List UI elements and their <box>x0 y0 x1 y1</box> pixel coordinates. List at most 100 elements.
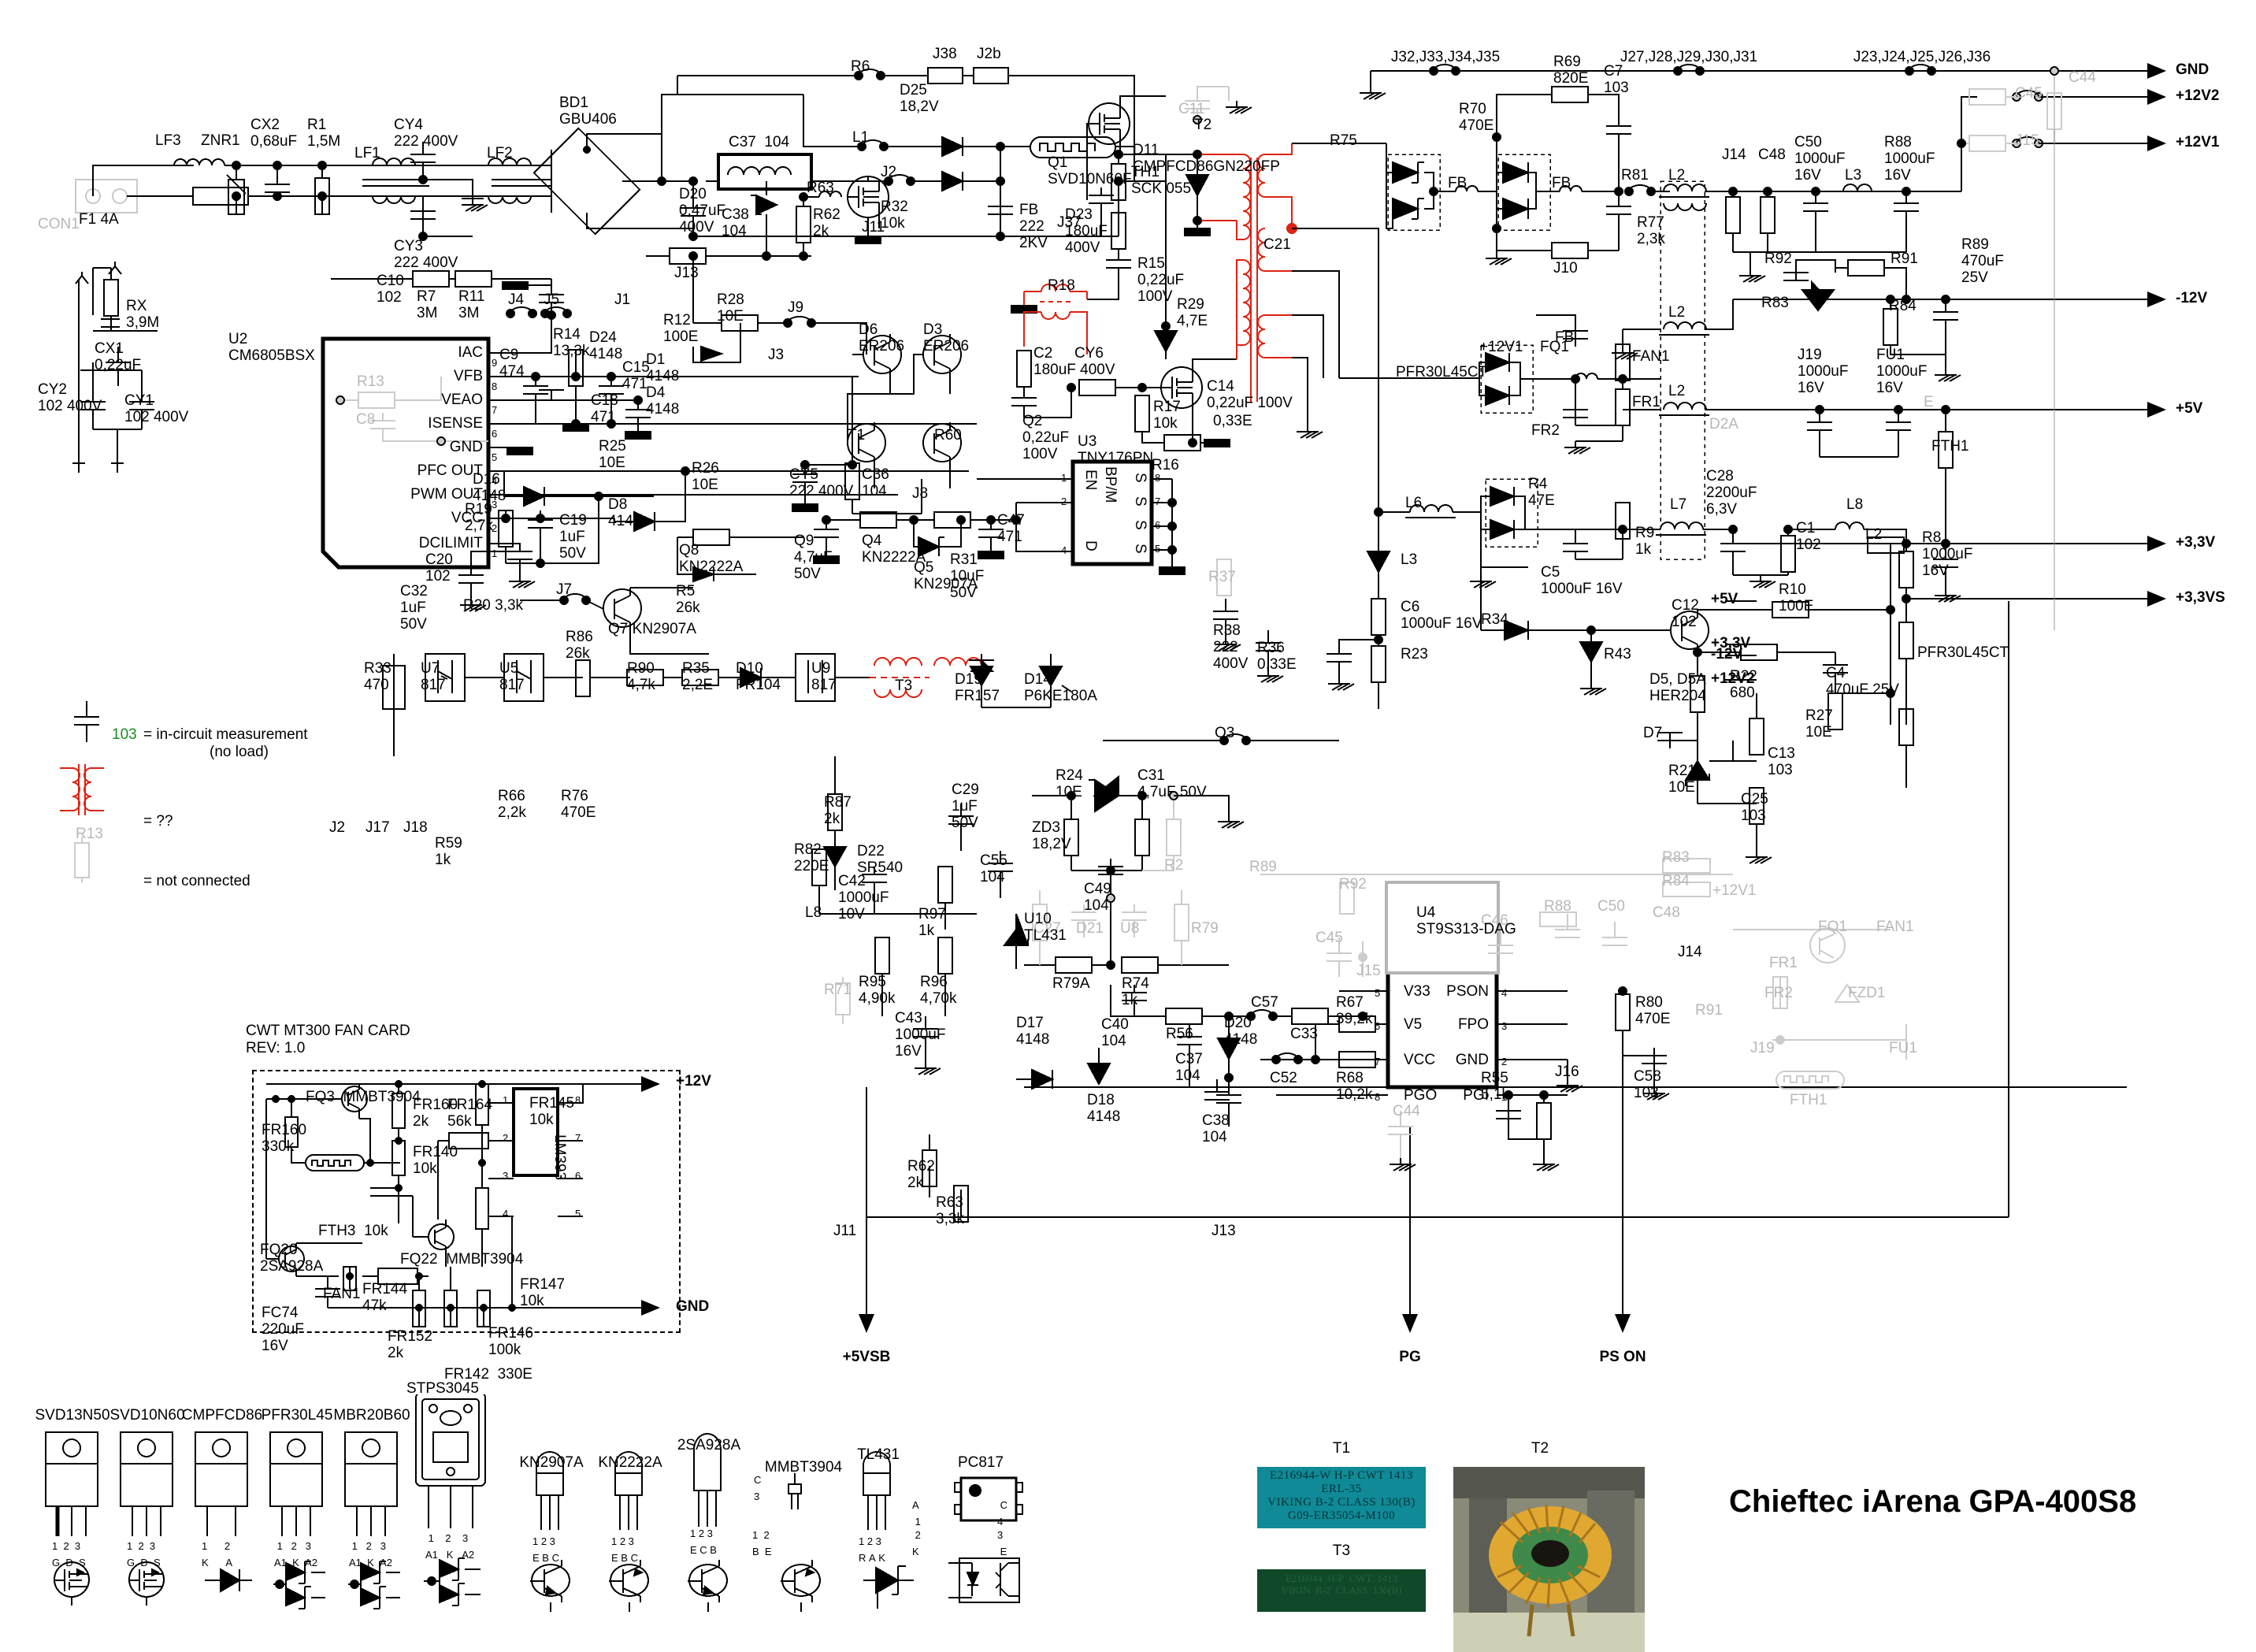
rail-12v2: +12V2 <box>2176 87 2220 104</box>
ref-t3: T3 <box>895 678 913 694</box>
ref-c13: FQ1 <box>1540 339 1569 355</box>
ref-r9: C48 <box>1758 147 1786 163</box>
ref-r20: R20 3,3k <box>463 597 524 614</box>
photo-label-t3: T3 <box>1332 1542 1351 1559</box>
ref-fth1-ghost: FTH1 <box>1790 1092 1827 1108</box>
brail-m12v: -12V <box>1711 646 1743 663</box>
ref-r18: J2b <box>977 46 1001 62</box>
u3-pinnum-6: 6 <box>1155 519 1161 531</box>
u3-pinnum-5: 5 <box>1155 543 1161 555</box>
u2-pinnum-7: 7 <box>492 404 498 416</box>
pkg-label-stps3045: STPS3045 <box>406 1380 479 1397</box>
u2-pinnum-2: 2 <box>492 522 498 534</box>
rail-33vs: +3,3VS <box>2176 589 2225 606</box>
ref-j7: J7 <box>556 581 573 598</box>
ref-l2c: L2 <box>1668 383 1686 399</box>
ref-j22: R81 <box>1621 167 1649 184</box>
ref-fan1-ghost: FAN1 <box>1876 919 1914 935</box>
u2-pinnum-3: 3 <box>492 499 498 510</box>
pkg-label-pfr30l45: PFR30L45 <box>261 1407 333 1424</box>
photo-t2 <box>1453 1467 1645 1652</box>
fancard-pin1: 1 <box>503 1094 509 1106</box>
u4-pin-gnd: GND <box>1455 1052 1489 1068</box>
ref-fb4: FB <box>1555 329 1575 346</box>
ref-r56-ghost: C27 <box>1033 920 1061 937</box>
fancard-rev: REV: 1.0 <box>246 1040 306 1056</box>
ref-j5: J5 <box>544 291 560 308</box>
ref-d7: +12V1 <box>1479 339 1523 355</box>
ref-j14: J14 <box>1678 944 1702 960</box>
ref-j2b: J2 <box>329 819 346 836</box>
out-pg: PG <box>1399 1349 1421 1365</box>
pkg-label-cmpfcd86: CMPFCD86 <box>181 1407 263 1424</box>
ref-q5: R60 <box>934 427 962 444</box>
u2-pin-isense: ISENSE <box>428 415 483 432</box>
ref-c46-ghost: C46 <box>1481 912 1508 929</box>
u2-pin-dcilimit: DCILIMIT <box>418 535 483 551</box>
ref-r41: L2 <box>1865 526 1883 543</box>
ref-r88-ghost: R88 <box>1544 898 1571 915</box>
pkg-label-kn2907a: KN2907A <box>519 1454 584 1471</box>
fancard-fq3: FQ3 MMBT3904 <box>306 1089 421 1105</box>
package-legend-graphics <box>45 1394 1023 1612</box>
rail-12v1: +12V1 <box>2176 134 2220 150</box>
pkg-label-mbr20b60: MBR20B60 <box>333 1407 410 1424</box>
pkg-label-tl431: TL431 <box>857 1446 900 1463</box>
jumper-group-1: J32,J33,J34,J35 <box>1390 49 1501 65</box>
ref-q1: J11 <box>862 219 885 236</box>
fancard-pin5: 5 <box>575 1208 581 1220</box>
ref-fq1-ghost: FQ1 <box>1818 919 1847 935</box>
page-title: Chieftec iArena GPA-400S8 <box>1729 1484 2137 1519</box>
ref-d9: L3 <box>1401 551 1418 568</box>
ref-l8a: L8 <box>805 904 822 921</box>
ref-fb1: R63 <box>807 180 834 196</box>
ref-c12: R92 <box>1764 251 1792 267</box>
ref-r37: CY6 <box>1074 345 1104 362</box>
pkg-label-svd13n50: SVD13N50 <box>35 1407 110 1424</box>
fancard-rail-neg: GND <box>676 1298 710 1315</box>
ref-c8-ghost: C8 <box>356 411 376 428</box>
ref-r67: R79A <box>1052 975 1090 992</box>
